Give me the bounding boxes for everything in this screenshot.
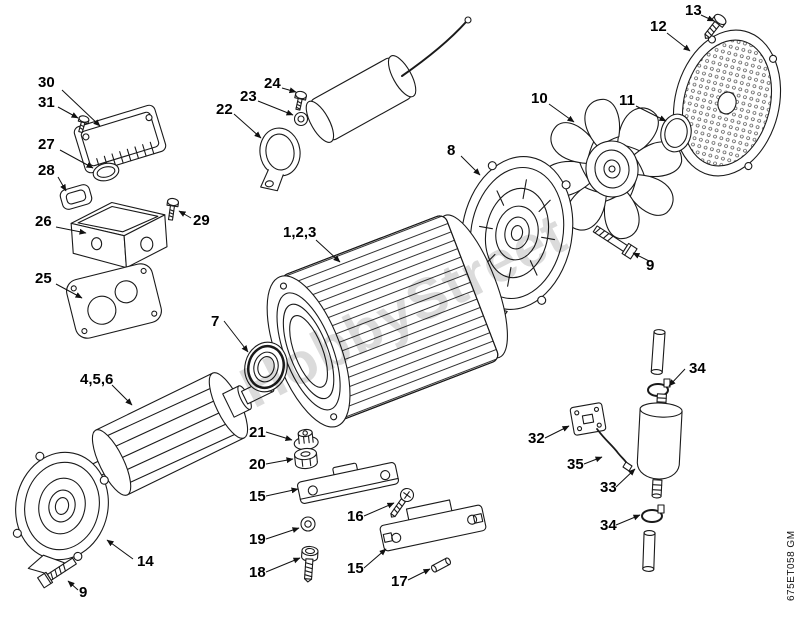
part-label-26: 26 — [35, 213, 52, 230]
plate-code: 675ET058 GM — [786, 530, 797, 601]
part-clamp-34-bottom — [641, 504, 665, 523]
part-terminal-strip-top — [296, 462, 400, 504]
part-label-30: 30 — [38, 74, 55, 91]
part-label-14: 14 — [137, 553, 154, 570]
part-label-4-5-6: 4,5,6 — [80, 371, 114, 388]
part-label-15-bottom: 15 — [347, 560, 364, 577]
part-end-shield — [12, 451, 109, 577]
part-label-22: 22 — [216, 101, 233, 118]
part-washer-23 — [293, 111, 309, 127]
leader-lines — [55, 14, 715, 591]
part-label-17: 17 — [391, 573, 408, 590]
part-clamp-22 — [259, 127, 301, 192]
part-label-16: 16 — [347, 508, 364, 525]
part-bearing — [244, 341, 288, 393]
part-label-8: 8 — [447, 142, 456, 159]
part-label-21: 21 — [249, 424, 266, 441]
part-terminal-box — [70, 201, 168, 269]
part-water-container — [636, 393, 683, 499]
part-label-20: 20 — [249, 456, 266, 473]
part-terminal-strip-bottom — [379, 499, 487, 552]
part-grommet-28 — [59, 184, 93, 210]
part-label-32: 32 — [528, 430, 545, 447]
part-label-31: 31 — [38, 94, 55, 111]
part-switch-32 — [569, 402, 607, 436]
part-screw-29 — [166, 197, 180, 221]
part-label-7: 7 — [211, 313, 220, 330]
part-label-34-bottom: 34 — [600, 517, 617, 534]
part-capacitor — [305, 55, 417, 143]
part-ring — [660, 113, 692, 153]
part-label-15-top: 15 — [249, 488, 266, 505]
part-label-19: 19 — [249, 531, 266, 548]
part-label-1-2-3: 1,2,3 — [283, 224, 317, 241]
part-label-11: 11 — [619, 92, 635, 109]
part-label-34-top: 34 — [689, 360, 706, 377]
part-motor-housing — [266, 214, 508, 428]
part-label-25: 25 — [35, 270, 52, 287]
part-gasket-25 — [66, 263, 162, 339]
part-wire-35 — [596, 428, 633, 472]
part-screw-31 — [77, 115, 90, 134]
part-screw-18 — [301, 545, 319, 583]
part-screw-16 — [390, 487, 415, 518]
part-label-9-left: 9 — [79, 584, 88, 601]
part-pin-17 — [430, 557, 452, 573]
part-nut-21 — [293, 428, 319, 451]
part-bolt-9-left — [37, 557, 77, 589]
part-tube-bottom — [642, 530, 656, 572]
part-label-18: 18 — [249, 564, 266, 581]
part-nut-20 — [293, 447, 318, 470]
part-label-29: 29 — [193, 212, 210, 229]
part-screw-13 — [704, 13, 727, 39]
part-label-35: 35 — [567, 456, 584, 473]
part-label-23: 23 — [240, 88, 257, 105]
part-label-9-right: 9 — [646, 257, 655, 274]
part-gasket-27 — [92, 162, 120, 182]
part-washer-19 — [300, 516, 316, 532]
part-label-33: 33 — [600, 479, 617, 496]
part-label-12: 12 — [650, 18, 667, 35]
part-label-28: 28 — [38, 162, 55, 179]
part-screw-24 — [294, 90, 307, 111]
part-fan — [535, 92, 689, 246]
part-label-13: 13 — [685, 2, 702, 19]
part-fan-cover — [672, 29, 782, 177]
part-label-27: 27 — [38, 136, 55, 153]
part-label-24: 24 — [264, 75, 281, 92]
part-rotor — [75, 372, 275, 496]
part-label-10: 10 — [531, 90, 548, 107]
part-bolt-9-right — [592, 225, 638, 260]
part-tube-top — [650, 329, 666, 375]
capacitor-cable — [401, 16, 472, 77]
